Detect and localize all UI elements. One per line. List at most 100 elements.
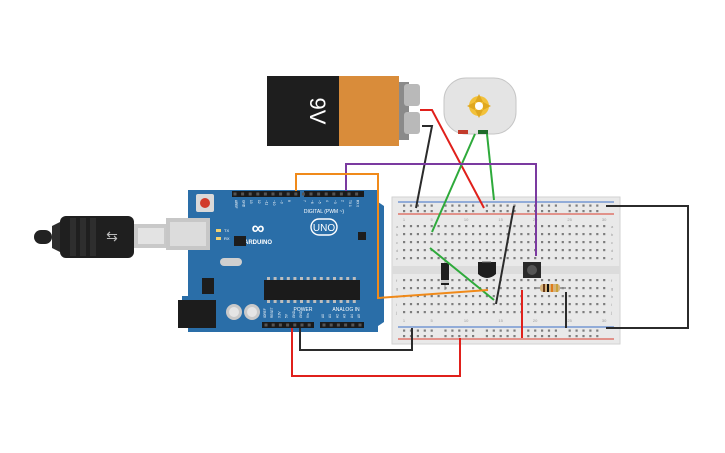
wire-motor-a[interactable] [431, 133, 476, 233]
power-pin-label: 5V [285, 313, 289, 318]
arduino-brand: ARDUINO [244, 240, 272, 246]
wire-motor-b[interactable] [486, 133, 495, 201]
header-pin[interactable] [263, 192, 267, 196]
row-letter: d [611, 248, 613, 253]
analog-pin[interactable] [351, 323, 355, 327]
row-letter: f [396, 278, 398, 283]
wire-black-rail-jumper[interactable] [606, 205, 689, 329]
power-pin[interactable] [300, 323, 304, 327]
header-pin[interactable] [317, 192, 321, 196]
header-pin[interactable] [286, 192, 290, 196]
wire-black-transistor[interactable] [495, 205, 515, 305]
power-label: POWER [294, 307, 313, 313]
analog-pin-label: A3 [343, 314, 347, 318]
row-letter: b [611, 232, 614, 237]
row-letter: e [611, 256, 614, 261]
wires [291, 109, 689, 377]
power-pin-label: Vin [306, 313, 310, 318]
row-letter: j [395, 310, 397, 315]
header-pin[interactable] [233, 192, 237, 196]
header-pin[interactable] [355, 192, 359, 196]
wire-arduino-gnd[interactable] [299, 328, 413, 351]
row-letter: b [396, 232, 399, 237]
usb-cable: ⇆ [34, 216, 168, 258]
header-pin[interactable] [324, 192, 328, 196]
power-pin[interactable] [286, 323, 290, 327]
header-pin[interactable] [301, 192, 305, 196]
power-pin[interactable] [264, 323, 268, 327]
top-pin-label: TX 1 [348, 200, 352, 207]
power-pin-label: IOREF [263, 308, 267, 318]
top-pin-label: ~10 [272, 200, 276, 206]
row-letter: c [396, 240, 398, 245]
dc-motor[interactable] [443, 77, 517, 135]
header-pin[interactable] [339, 192, 343, 196]
wire-orange-signal[interactable] [295, 173, 489, 300]
header-pin[interactable] [271, 192, 275, 196]
power-pin[interactable] [271, 323, 275, 327]
row-letter: e [396, 256, 399, 261]
battery-9v[interactable]: 9V [267, 76, 420, 146]
header-pin[interactable] [279, 192, 283, 196]
analog-label: ANALOG IN [332, 307, 360, 313]
column-number: 30 [602, 217, 607, 222]
usb-icon: ⇆ [106, 228, 118, 244]
analog-pin[interactable] [322, 323, 326, 327]
row-letter: d [396, 248, 398, 253]
power-pin-label: GND [299, 310, 303, 318]
row-letter: j [610, 310, 612, 315]
top-pin-label: ~3 [333, 200, 337, 204]
top-pin-label: AREF [234, 200, 238, 209]
header-pin[interactable] [294, 192, 298, 196]
pushbutton[interactable] [523, 262, 541, 278]
column-number: 20 [533, 318, 538, 323]
column-number: 10 [464, 217, 469, 222]
header-pin[interactable] [256, 192, 260, 196]
power-pin-label: 3.3V [277, 311, 281, 318]
battery-label: 9V [305, 98, 330, 125]
wire-battery-positive[interactable] [420, 109, 485, 209]
wire-arduino-5v[interactable] [291, 328, 461, 377]
row-letter: a [611, 224, 614, 229]
column-number: 1 [403, 318, 406, 323]
battery-terminal-positive [404, 84, 420, 106]
column-number: 5 [430, 217, 433, 222]
column-number: 5 [430, 318, 433, 323]
header-pin[interactable] [309, 192, 313, 196]
analog-pin[interactable] [329, 323, 333, 327]
column-number: 25 [567, 217, 572, 222]
row-letter: i [396, 302, 397, 307]
wire-purple-signal[interactable] [345, 163, 537, 256]
header-pin[interactable] [347, 192, 351, 196]
analog-pin[interactable] [344, 323, 348, 327]
column-number: 10 [464, 318, 469, 323]
top-pin-label: ~9 [280, 200, 284, 204]
row-letter: h [611, 294, 613, 299]
power-pin[interactable] [278, 323, 282, 327]
analog-pin-label: A2 [335, 314, 339, 318]
header-pin[interactable] [241, 192, 245, 196]
wire-battery-negative[interactable] [415, 125, 434, 209]
top-pin-label: 2 [340, 200, 344, 202]
top-pin-label: 12 [257, 200, 261, 204]
column-number: 30 [602, 318, 607, 323]
header-pin[interactable] [332, 192, 336, 196]
analog-pin[interactable] [336, 323, 340, 327]
column-number: 15 [498, 217, 503, 222]
header-pin[interactable] [248, 192, 252, 196]
analog-pin[interactable] [358, 323, 362, 327]
tx-label: TX [224, 228, 229, 233]
top-pin-label: ~11 [264, 200, 268, 205]
resistor[interactable] [534, 284, 566, 292]
arduino-logo-icon: ∞ [252, 218, 265, 238]
power-pin[interactable] [307, 323, 311, 327]
digital-label: DIGITAL (PWM ~) [304, 209, 344, 215]
transistor[interactable] [478, 261, 496, 278]
top-pin-label: RX 0 [356, 200, 360, 207]
atmega-chip [264, 280, 360, 300]
power-pin[interactable] [293, 323, 297, 327]
top-pin-label: ~5 [318, 200, 322, 204]
crystal [220, 258, 242, 266]
